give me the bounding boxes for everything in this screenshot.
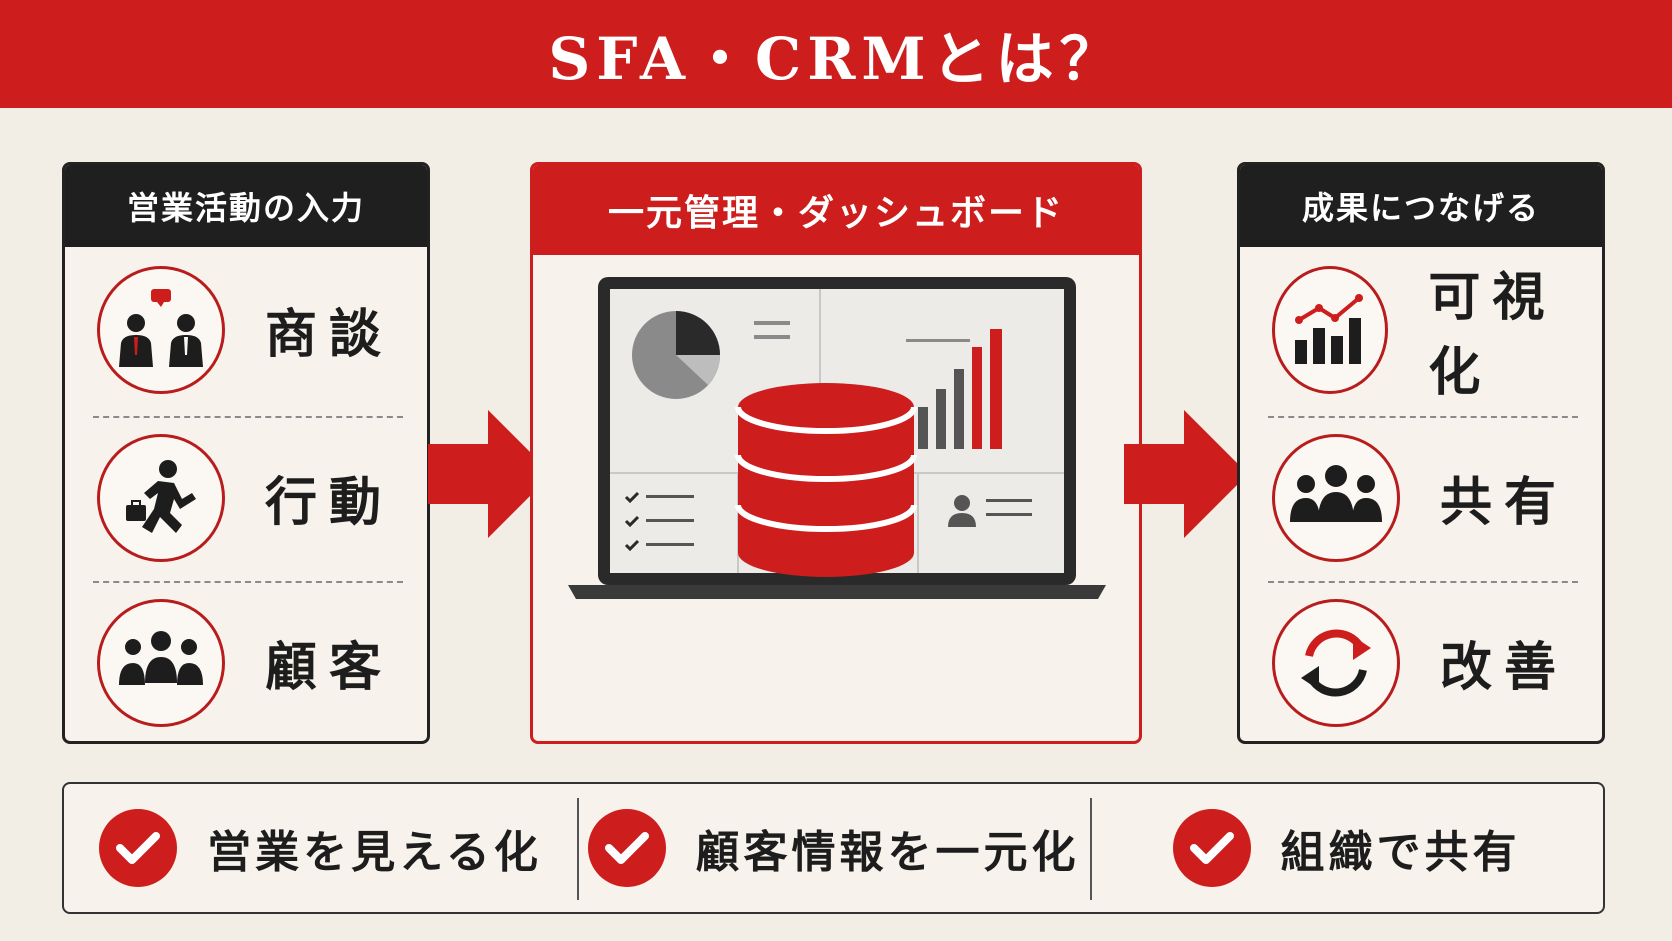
input-item-label: 商談	[265, 304, 394, 365]
meeting-icon	[97, 265, 225, 394]
divider	[1268, 416, 1578, 418]
input-item-label: 行動	[265, 472, 394, 533]
page-title: SFA・CRMとは？	[548, 25, 1124, 93]
benefit-item: 組織で共有	[1090, 784, 1603, 912]
benefits-bar: 営業を見える化 顧客情報を一元化 組織で共有	[62, 782, 1605, 914]
input-item-action: 行動	[65, 415, 427, 580]
dashboard-panel-heading: 一元管理・ダッシュボード	[533, 165, 1139, 255]
divider	[93, 581, 403, 583]
team-share-icon	[1272, 433, 1400, 562]
results-item-visualize: 可視化	[1240, 247, 1602, 412]
rising-chart-icon	[1272, 265, 1389, 394]
benefit-item: 顧客情報を一元化	[577, 784, 1090, 912]
checkmark-icon	[99, 809, 178, 887]
input-item-meeting: 商談	[65, 247, 427, 412]
benefit-item: 営業を見える化	[64, 784, 577, 912]
input-panel: 営業活動の入力 商談 行動	[62, 162, 430, 744]
title-bar: SFA・CRMとは？	[0, 0, 1672, 108]
divider	[1268, 581, 1578, 583]
divider	[93, 416, 403, 418]
arrow-right-icon	[428, 410, 552, 538]
results-item-label: 共有	[1440, 472, 1569, 533]
arrow-right-icon	[1124, 410, 1248, 538]
benefit-text: 顧客情報を一元化	[695, 827, 1080, 878]
laptop-dashboard-database-icon	[568, 277, 1108, 631]
input-item-customer: 顧客	[65, 580, 427, 741]
benefit-text: 営業を見える化	[207, 827, 542, 878]
results-panel: 成果につなげる 可視化	[1237, 162, 1605, 744]
results-item-share: 共有	[1240, 415, 1602, 580]
results-item-label: 改善	[1440, 637, 1569, 698]
input-panel-heading: 営業活動の入力	[65, 165, 427, 247]
cycle-arrows-icon	[1272, 598, 1400, 727]
results-item-improve: 改善	[1240, 580, 1602, 741]
results-panel-heading: 成果につなげる	[1240, 165, 1602, 247]
customers-group-icon	[97, 598, 225, 727]
checkmark-icon	[1172, 809, 1251, 887]
results-item-label: 可視化	[1428, 266, 1557, 403]
checkmark-icon	[587, 809, 666, 887]
input-item-label: 顧客	[265, 637, 394, 698]
dashboard-panel: 一元管理・ダッシュボード	[530, 162, 1142, 744]
benefit-text: 組織で共有	[1280, 827, 1521, 878]
running-businessman-icon	[97, 433, 225, 562]
